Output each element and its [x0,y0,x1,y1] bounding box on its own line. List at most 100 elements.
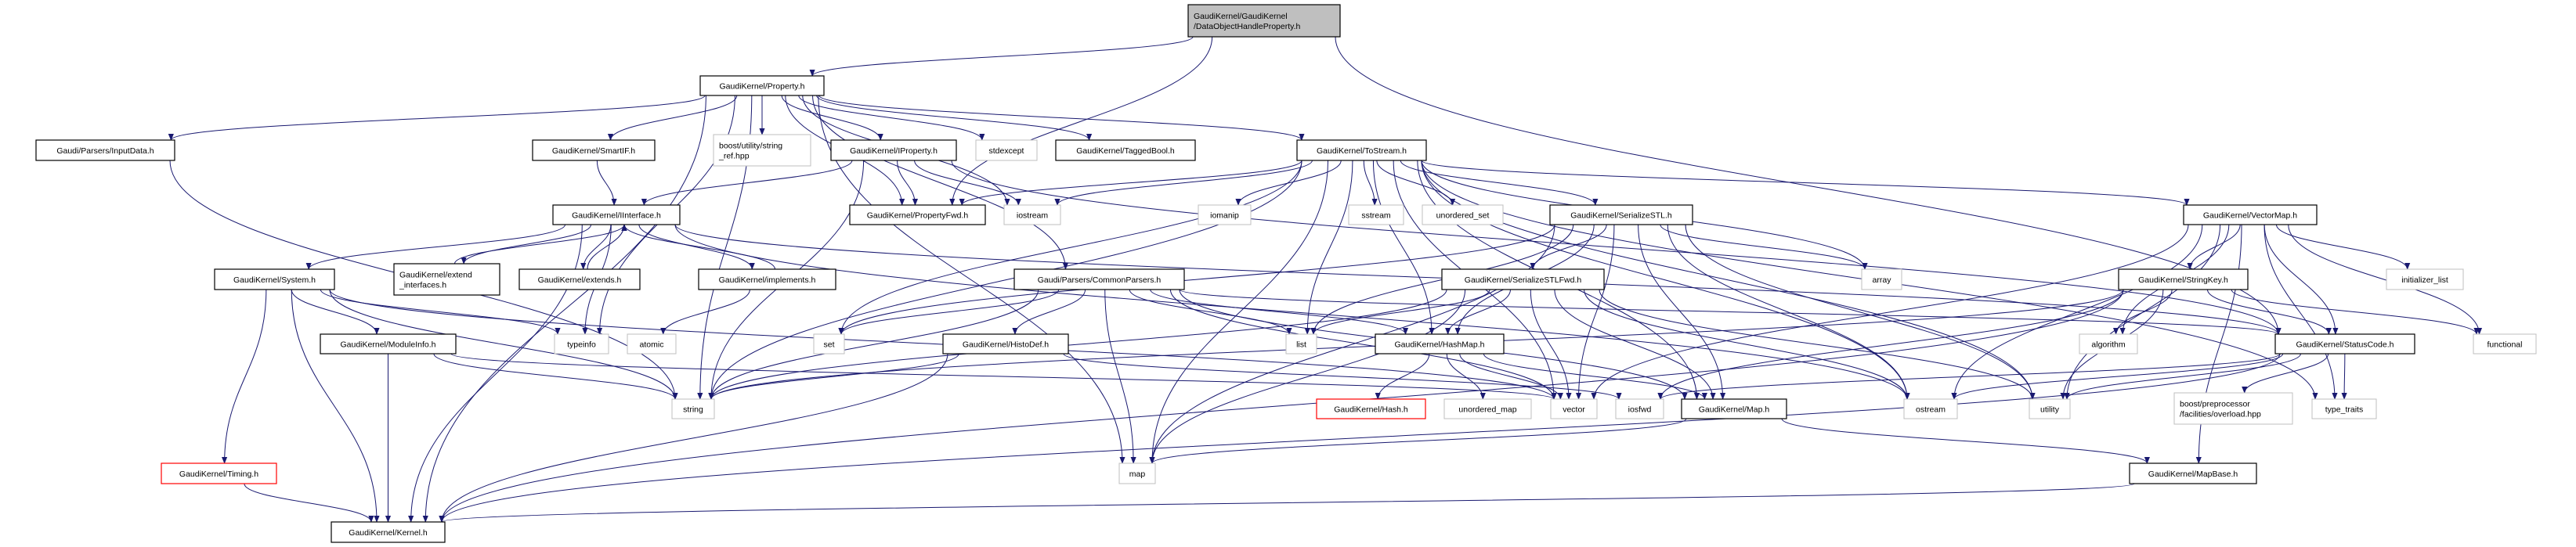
edge-serializestl-to-map [1149,224,1555,464]
node-algorithm[interactable]: algorithm [2079,333,2138,354]
node-gaudikernel-extend-interfaces-h[interactable]: GaudiKernel/extend_interfaces.h [393,263,500,296]
node-gaudikernel-serializestlfwd-h[interactable]: GaudiKernel/SerializeSTLFwd.h [1441,268,1605,290]
node-label: _interfaces.h [399,281,446,290]
node-atomic[interactable]: atomic [627,333,677,354]
node-gaudikernel-hashmap-h[interactable]: GaudiKernel/HashMap.h [1375,333,1505,354]
node-initializer-list[interactable]: initializer_list [2386,268,2464,290]
node-iostream[interactable]: iostream [1003,204,1061,225]
node-stdexcept[interactable]: stdexcept [975,139,1038,161]
node-box [942,333,1069,354]
node-gaudikernel-hash-h[interactable]: GaudiKernel/Hash.h [1316,398,1426,419]
node-gaudikernel-stringkey-h[interactable]: GaudiKernel/StringKey.h [2118,268,2249,290]
node-gaudikernel-timing-h[interactable]: GaudiKernel/Timing.h [161,462,277,484]
edge-implements-to-atomic [660,289,750,335]
node-gaudikernel-smartif-h[interactable]: GaudiKernel/SmartIF.h [532,139,656,161]
node-boost-utility-string-ref-hpp[interactable]: boost/utility/string_ref.hpp [713,134,811,167]
node-label: unordered_set [1436,211,1490,221]
edge-serializestlfwd-to-vector [1530,289,1572,400]
node-label: string [683,405,703,415]
node-label: stdexcept [989,146,1024,156]
node-gaudikernel-moduleinfo-h[interactable]: GaudiKernel/ModuleInfo.h [320,333,457,354]
node-gaudikernel-statuscode-h[interactable]: GaudiKernel/StatusCode.h [2274,333,2415,354]
edge-statuscode-to-utility [2064,353,2301,400]
node-label: GaudiKernel/Kernel.h [349,528,428,538]
node-gaudikernel-kernel-h[interactable]: GaudiKernel/Kernel.h [331,521,446,543]
node-box [1375,333,1505,354]
node-gaudikernel-property-h[interactable]: GaudiKernel/Property.h [699,75,825,96]
node-gaudikernel-implements-h[interactable]: GaudiKernel/implements.h [698,268,836,290]
edge-vectormap-to-functional [2288,224,2483,335]
node-utility[interactable]: utility [2029,398,2071,419]
edge-system-to-string [329,289,678,400]
node-gaudi-parsers-inputdata-h[interactable]: Gaudi/Parsers/InputData.h [35,139,175,161]
node-ostream[interactable]: ostream [1903,398,1958,419]
node-box [1549,204,1693,225]
node-iomanip[interactable]: iomanip [1198,204,1252,225]
node-set[interactable]: set [813,333,845,354]
node-gaudikernel-extends-h[interactable]: GaudiKernel/extends.h [518,268,641,290]
node-map[interactable]: map [1118,462,1156,484]
edge-property-to-inputdata [168,95,706,141]
node-box [849,204,986,225]
edge-iinterface-to-extendif [461,224,592,265]
edge-serializestlfwd-to-list [1310,289,1490,335]
node-label: iostream [1017,211,1049,221]
node-gaudikernel-vectormap-h[interactable]: GaudiKernel/VectorMap.h [2183,204,2318,225]
node-box [331,521,446,543]
node-box [2029,398,2071,419]
edge-vectormap-to-type_traits [2263,224,2338,400]
node-array[interactable]: array [1861,268,1902,290]
edge-smartif-to-iinterface [596,160,617,206]
node-box [2473,333,2537,354]
node-gaudikernel-iproperty-h[interactable]: GaudiKernel/IProperty.h [830,139,957,161]
node-gaudikernel-histodef-h[interactable]: GaudiKernel/HistoDef.h [942,333,1069,354]
edge-map_h-to-map [1149,418,1687,464]
node-label: list [1296,340,1306,350]
node-gaudikernel-iinterface-h[interactable]: GaudiKernel/IInterface.h [552,204,681,225]
node-gaudikernel-gaudikernel-dataobjecthandleproperty-h: GaudiKernel/GaudiKernel/DataObjectHandle… [1187,4,1341,38]
edge-serializestl-to-set [838,224,1555,335]
node-vector[interactable]: vector [1550,398,1598,419]
node-gaudikernel-tostream-h[interactable]: GaudiKernel/ToStream.h [1296,139,1427,161]
node-gaudikernel-system-h[interactable]: GaudiKernel/System.h [214,268,335,290]
node-unordered-set[interactable]: unordered_set [1422,204,1504,225]
node-gaudi-parsers-commonparsers-h[interactable]: Gaudi/Parsers/CommonParsers.h [1013,268,1185,290]
node-functional[interactable]: functional [2473,333,2537,354]
node-boost-preprocessor-facilities-overload-hpp[interactable]: boost/preprocessor/facilities/overload.h… [2173,392,2293,425]
node-label: boost/preprocessor [2180,400,2250,409]
node-box [975,139,1038,161]
node-gaudikernel-serializestl-h[interactable]: GaudiKernel/SerializeSTL.h [1549,204,1693,225]
edge-hashmap-to-unordered_map [1446,353,1486,400]
edge-property-to-smartif [607,95,738,141]
edge-iinterface-to-extends [580,224,612,270]
edge-tostream-to-list [1304,160,1353,335]
node-label: type_traits [2325,405,2363,415]
node-unordered-map[interactable]: unordered_map [1443,398,1532,419]
node-label: typeinfo [567,340,596,350]
edge-property-to-commonparsers [812,95,1069,270]
node-type-traits[interactable]: type_traits [2311,398,2377,419]
node-gaudikernel-map-h[interactable]: GaudiKernel/Map.h [1681,398,1787,419]
node-sstream[interactable]: sstream [1348,204,1404,225]
node-box [552,204,681,225]
node-gaudikernel-taggedbool-h[interactable]: GaudiKernel/TaggedBool.h [1055,139,1196,161]
node-box [830,139,957,161]
node-gaudikernel-mapbase-h[interactable]: GaudiKernel/MapBase.h [2129,462,2257,484]
node-box [1055,139,1196,161]
edge-tostream-to-ostream [1421,160,1910,400]
node-label: GaudiKernel/TaggedBool.h [1076,146,1175,156]
edge-statuscode-to-type_traits [2341,353,2347,400]
edge-system-to-vector [329,289,1557,400]
node-box [627,333,677,354]
node-box [532,139,656,161]
node-string[interactable]: string [671,398,715,419]
node-gaudikernel-propertyfwd-h[interactable]: GaudiKernel/PropertyFwd.h [849,204,986,225]
node-typeinfo[interactable]: typeinfo [554,333,609,354]
node-label: GaudiKernel/Hash.h [1334,405,1408,415]
node-box [1861,268,1902,290]
node-box [1187,4,1341,38]
node-box [2183,204,2318,225]
node-list[interactable]: list [1285,333,1317,354]
edge-vectormap-to-vector [1591,224,2189,400]
node-iosfwd[interactable]: iosfwd [1615,398,1664,419]
